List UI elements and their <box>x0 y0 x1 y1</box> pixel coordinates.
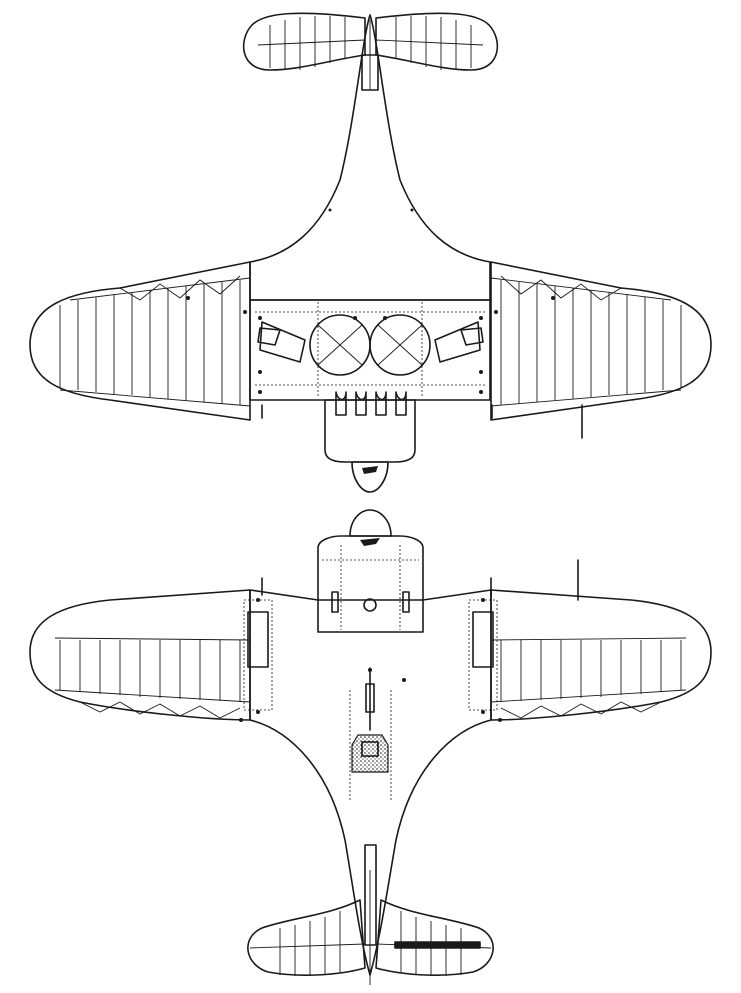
bottom-view <box>29 509 712 985</box>
bottom-left-tailplane <box>247 899 366 976</box>
bottom-left-wing <box>29 589 251 721</box>
bottom-right-tailplane <box>375 899 494 976</box>
bottom-right-wing <box>490 589 712 721</box>
top-spinner <box>351 461 389 493</box>
top-left-tailplane <box>242 12 366 71</box>
top-view <box>29 12 712 493</box>
bottom-spinner <box>349 509 392 537</box>
top-right-wheel-well <box>369 314 431 376</box>
top-left-wing <box>29 261 251 421</box>
top-right-tailplane <box>375 12 499 71</box>
top-right-wing <box>490 261 712 421</box>
bottom-fuselage <box>249 589 492 976</box>
bottom-cowl <box>317 535 424 633</box>
bottom-radiator <box>351 734 389 773</box>
